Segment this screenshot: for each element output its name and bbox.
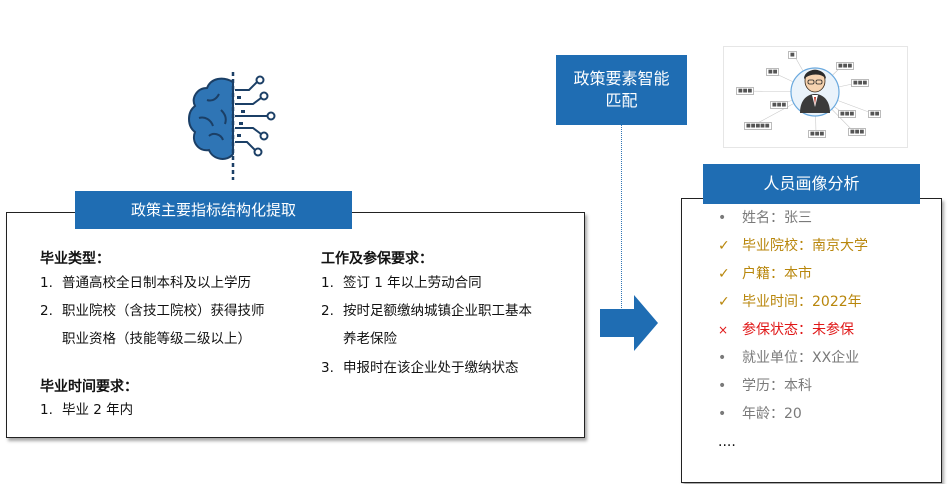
list-item: ✓毕业院校：南京大学: [718, 238, 868, 254]
ellipsis: ....: [718, 434, 736, 450]
list-item: ✓毕业时间：2022年: [718, 294, 862, 310]
list-item: •姓名：张三: [718, 210, 812, 226]
list-item: •就业单位：XX企业: [718, 350, 860, 366]
profile-list: •姓名：张三 ✓毕业院校：南京大学 ✓户籍：本市 ✓毕业时间：2022年 ×参保…: [700, 208, 930, 468]
person-avatar-mindmap: ■ ■■■ ■■ ■■■ ■■■ ■■ ■■■ ■■■ ■■■■■ ■■■ ■■…: [723, 46, 908, 148]
brain-circuit-icon: [183, 70, 283, 180]
list-item: 1.毕业 2 年内: [40, 402, 134, 418]
person-avatar-icon: [800, 69, 830, 113]
matching-line-1: 政策要素智能: [573, 69, 670, 88]
right-arrow-icon: [598, 293, 660, 353]
list-item: 1.签订 1 年以上劳动合同: [321, 275, 482, 291]
list-item: ×参保状态：未参保: [718, 322, 854, 338]
extraction-title: 政策主要指标结构化提取: [130, 201, 296, 219]
list-item: 1.普通高校全日制本科及以上学历: [40, 275, 251, 291]
policy-matching-box: 政策要素智能 匹配: [556, 55, 687, 125]
list-item: 2.职业院校（含技工院校）获得技师 职业资格（技能等级二级以上）: [40, 303, 265, 347]
list-item: 2.按时足额缴纳城镇企业职工基本 养老保险: [321, 303, 532, 347]
extraction-title-banner: 政策主要指标结构化提取: [75, 191, 352, 229]
profile-title-banner: 人员画像分析: [703, 164, 920, 204]
policy-extraction-panel: [6, 212, 585, 438]
profile-title: 人员画像分析: [763, 174, 860, 193]
matching-line-2: 匹配: [605, 91, 638, 110]
list-item: 3.申报时在该企业处于缴纳状态: [321, 360, 519, 376]
dotted-connector: [621, 125, 622, 308]
list-item: •年龄：20: [718, 406, 802, 422]
graduation-type-heading: 毕业类型：: [40, 251, 110, 267]
person-profile-panel: [681, 198, 942, 483]
list-item: ✓户籍：本市: [718, 266, 812, 282]
graduation-time-heading: 毕业时间要求：: [40, 379, 138, 395]
list-item: •学历：本科: [718, 378, 812, 394]
work-insurance-heading: 工作及参保要求：: [321, 251, 433, 267]
